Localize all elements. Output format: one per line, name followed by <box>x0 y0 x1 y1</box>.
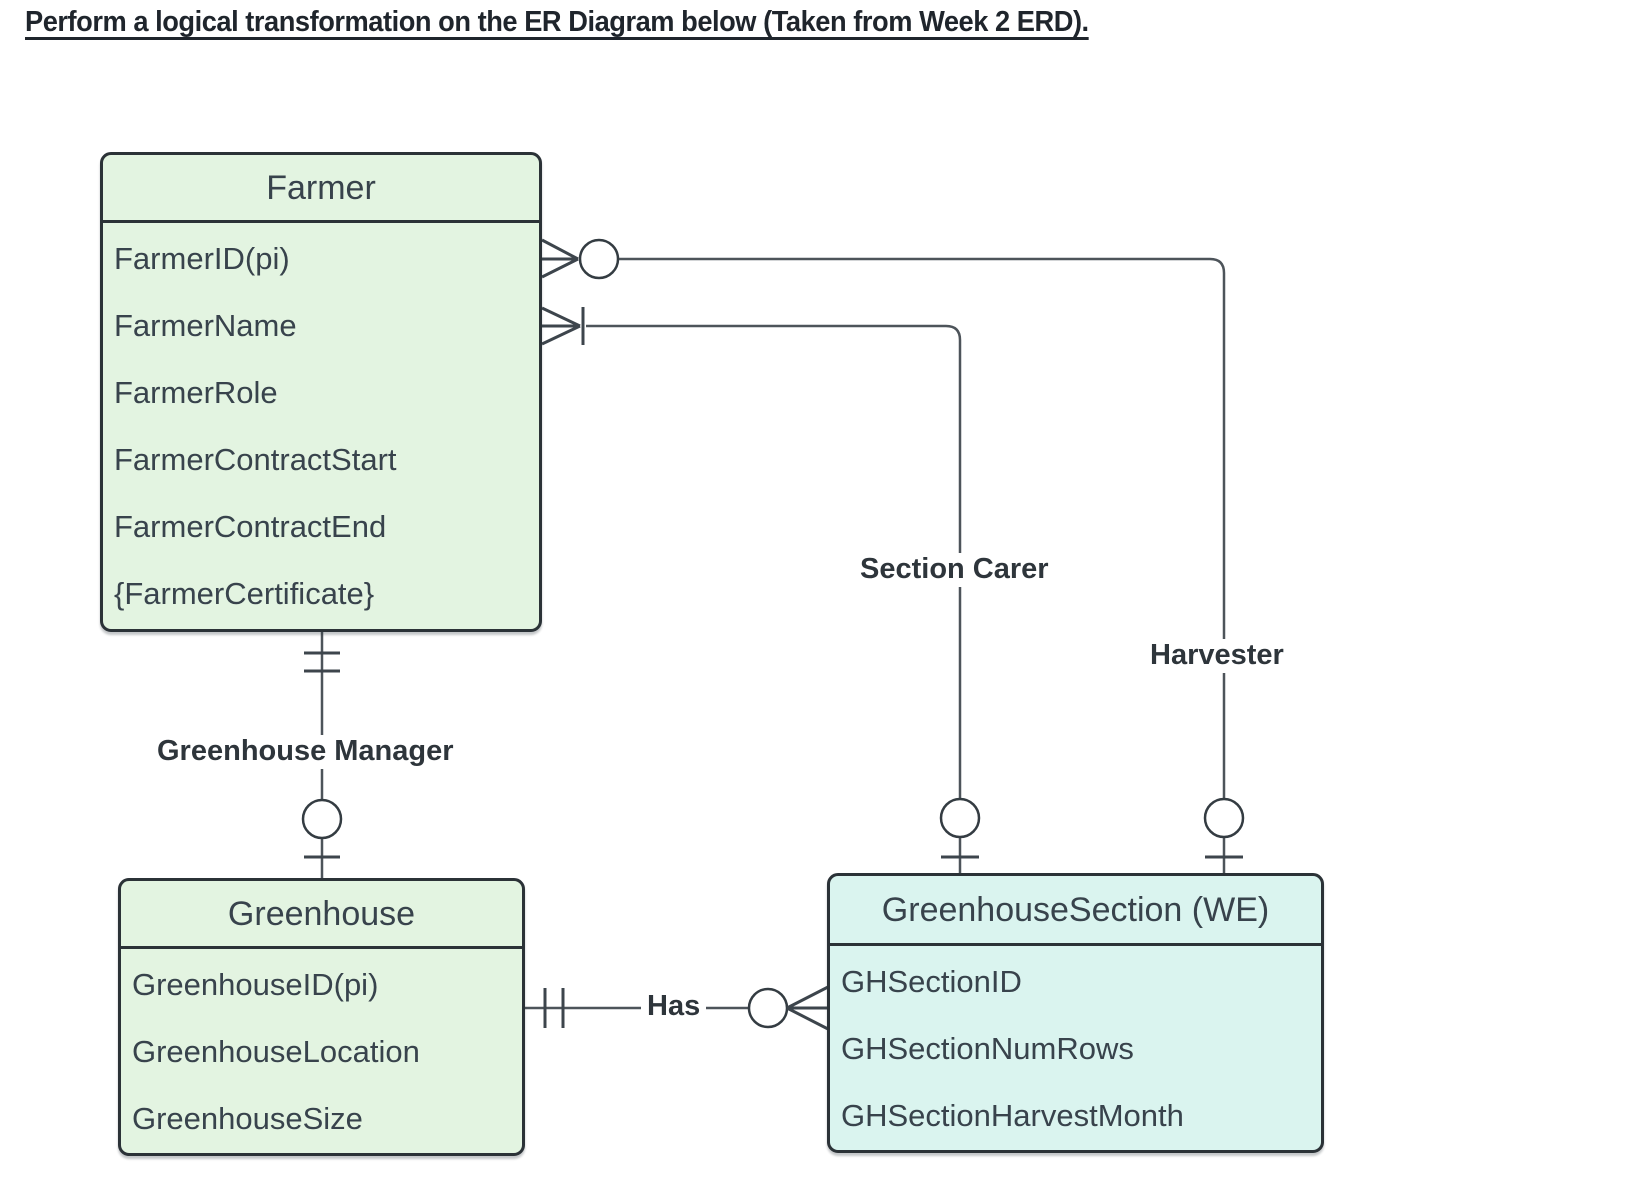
entity-greenhouse: Greenhouse GreenhouseID(pi) GreenhouseLo… <box>118 878 525 1156</box>
connector-harvester <box>541 238 1245 874</box>
one-and-only-one-bars-icon <box>304 651 340 673</box>
attribute: FarmerContractEnd <box>114 508 387 544</box>
connector-greenhouse-manager <box>301 632 343 878</box>
crows-foot-many-icon <box>541 238 579 279</box>
attribute: GHSectionHarvestMonth <box>841 1097 1184 1133</box>
entity-greenhouse-section-title: GreenhouseSection (WE) <box>830 876 1321 946</box>
zero-optional-icon <box>1203 797 1245 839</box>
harvester-line <box>618 257 1226 799</box>
entity-farmer: Farmer FarmerID(pi) FarmerName FarmerRol… <box>100 152 542 632</box>
attribute: GHSectionID <box>841 963 1022 999</box>
attribute: GreenhouseLocation <box>132 1033 420 1069</box>
attribute: FarmerContractStart <box>114 441 397 477</box>
relationship-label-section-carer: Section Carer <box>854 553 1055 587</box>
attribute: {FarmerCertificate} <box>114 575 375 611</box>
crows-foot-many-icon <box>541 306 581 346</box>
zero-optional-icon <box>747 987 789 1029</box>
entity-farmer-title: Farmer <box>103 155 539 223</box>
entity-farmer-attributes: FarmerID(pi) FarmerName FarmerRole Farme… <box>103 223 539 627</box>
attribute: FarmerID(pi) <box>114 240 290 276</box>
relationship-label-has: Has <box>641 990 707 1024</box>
crows-foot-many-icon <box>786 985 829 1031</box>
entity-greenhouse-attributes: GreenhouseID(pi) GreenhouseLocation Gree… <box>121 949 522 1152</box>
attribute: GreenhouseID(pi) <box>132 966 379 1002</box>
page-title: Perform a logical transformation on the … <box>25 6 1089 38</box>
entity-greenhouse-section: GreenhouseSection (WE) GHSectionID GHSec… <box>827 873 1324 1153</box>
attribute: FarmerName <box>114 307 297 343</box>
connector-has <box>525 985 829 1031</box>
zero-optional-icon <box>578 238 620 280</box>
section-carer-line <box>586 324 962 799</box>
entity-greenhouse-title: Greenhouse <box>121 881 522 949</box>
attribute: GHSectionNumRows <box>841 1030 1134 1066</box>
zero-optional-icon <box>939 797 981 839</box>
entity-greenhouse-section-attributes: GHSectionID GHSectionNumRows GHSectionHa… <box>830 946 1321 1149</box>
attribute: FarmerRole <box>114 374 278 410</box>
relationship-label-harvester: Harvester <box>1144 639 1290 673</box>
relationship-label-greenhouse-manager: Greenhouse Manager <box>151 735 460 769</box>
one-and-only-one-bars-icon <box>543 988 565 1028</box>
zero-optional-icon <box>301 798 343 840</box>
connector-section-carer <box>541 306 981 874</box>
attribute: GreenhouseSize <box>132 1100 363 1136</box>
